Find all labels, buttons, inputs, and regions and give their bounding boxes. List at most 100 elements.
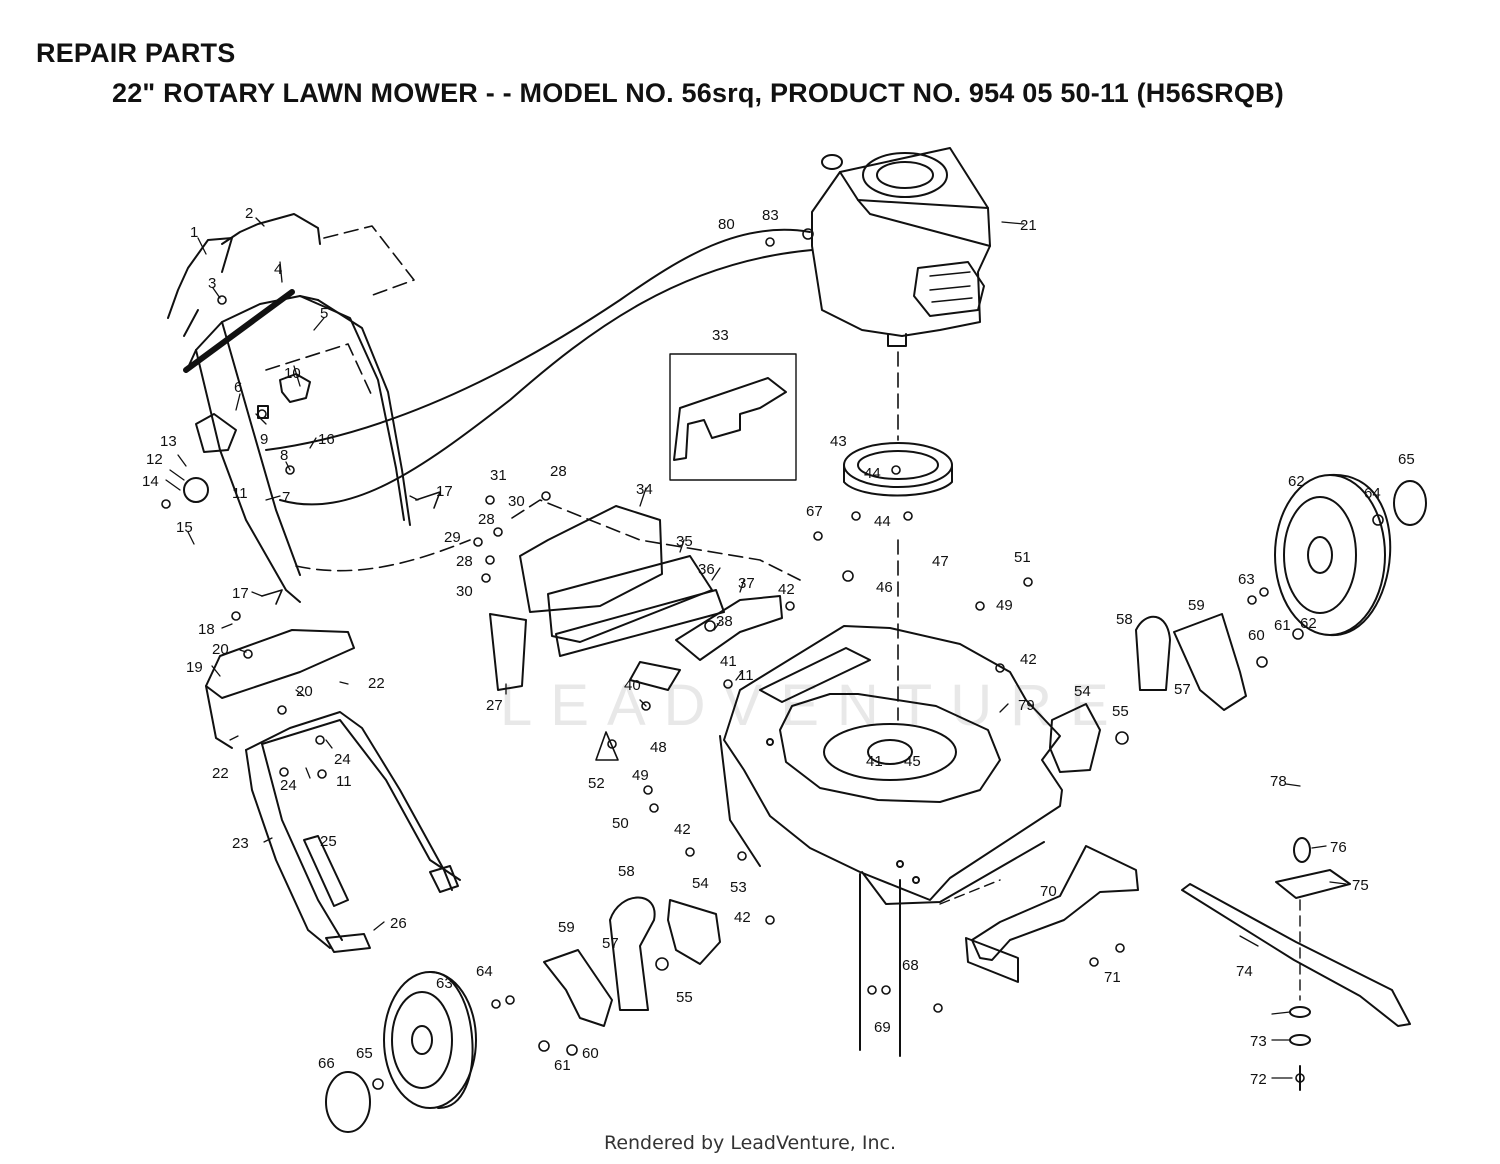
callout-label: 42: [1020, 651, 1037, 668]
callout-label: 55: [676, 989, 693, 1006]
callout-label: 62: [1300, 615, 1317, 632]
callout-label: 65: [356, 1045, 373, 1062]
callout-label: 66: [318, 1055, 335, 1072]
assembly-guides: [265, 225, 899, 721]
callout-label: 42: [734, 909, 751, 926]
callout-label: 71: [1104, 969, 1121, 986]
callout-label: 49: [632, 767, 649, 784]
callout-label: 17: [436, 483, 453, 500]
callout-label: 31: [490, 467, 507, 484]
callout-label: 14: [142, 473, 159, 490]
callout-label: 61: [554, 1057, 571, 1074]
callout-label: 45: [904, 753, 921, 770]
callout-label: 30: [456, 583, 473, 600]
callout-label: 42: [778, 581, 795, 598]
callout-label: 20: [296, 683, 313, 700]
callout-label: 11: [232, 485, 248, 502]
callout-label: 70: [1040, 883, 1057, 900]
callout-label: 60: [1248, 627, 1265, 644]
callout-label: 12: [146, 451, 163, 468]
callout-label: 33: [712, 327, 729, 344]
callout-label: 5: [320, 305, 328, 322]
front-wheel-drawing: [325, 896, 721, 1133]
callout-label: 15: [176, 519, 193, 536]
callout-label: 11: [336, 773, 352, 790]
callout-label: 24: [334, 751, 351, 768]
leader-lines: [165, 217, 1347, 1079]
callout-label: 73: [1250, 1033, 1267, 1050]
callout-label: 13: [160, 433, 177, 450]
callout-label: 46: [876, 579, 893, 596]
callout-label: 64: [476, 963, 493, 980]
callout-label: 57: [1174, 681, 1191, 698]
callout-label: 6: [234, 379, 242, 396]
callout-label: 18: [198, 621, 215, 638]
callout-label: 26: [390, 915, 407, 932]
callout-label: 44: [874, 513, 891, 530]
part-drawings: [161, 147, 1427, 1133]
callout-label: 62: [1288, 473, 1305, 490]
callout-label: 34: [636, 481, 653, 498]
callout-label: 9: [260, 431, 268, 448]
callout-label: 7: [282, 489, 290, 506]
callout-label: 37: [738, 575, 755, 592]
upper-handle-drawing: [167, 213, 411, 603]
callout-label: 72: [1250, 1071, 1267, 1088]
callout-label: 21: [1020, 217, 1037, 234]
callout-label: 28: [478, 511, 495, 528]
callout-label: 16: [318, 431, 335, 448]
callout-label: 65: [1398, 451, 1415, 468]
callout-label: 52: [588, 775, 605, 792]
deflector-drawing: [939, 845, 1139, 983]
callout-label: 78: [1270, 773, 1287, 790]
engine-drawing: [811, 147, 991, 347]
callout-label: 47: [932, 553, 949, 570]
callout-label: 48: [650, 739, 667, 756]
callout-label: 63: [1238, 571, 1255, 588]
callout-label: 67: [806, 503, 823, 520]
callout-label: 24: [280, 777, 297, 794]
callout-label: 29: [444, 529, 461, 546]
callout-label: 22: [368, 675, 385, 692]
callout-label: 36: [698, 561, 715, 578]
callout-label: 44: [864, 465, 881, 482]
callout-label: 54: [692, 875, 709, 892]
callout-label: 2: [245, 205, 253, 222]
callout-label: 10: [284, 365, 301, 382]
callout-label: 43: [830, 433, 847, 450]
callout-label: 41: [866, 753, 883, 770]
callout-label: 55: [1112, 703, 1129, 720]
callout-label: 63: [436, 975, 453, 992]
callout-label: 50: [612, 815, 629, 832]
callout-label: 68: [902, 957, 919, 974]
callout-label: 59: [1188, 597, 1205, 614]
mower-deck-drawing: [719, 625, 1063, 1057]
callout-label: 41: [720, 653, 737, 670]
callout-label: 28: [456, 553, 473, 570]
callout-label: 11: [738, 667, 754, 684]
fasteners: [161, 228, 1384, 1090]
callout-labels: 1 2 3 4 5 6 7 8 9 10 11 12 13 14 15 16 1…: [142, 205, 1415, 1088]
callout-label: 19: [186, 659, 203, 676]
callout-label: 30: [508, 493, 525, 510]
callout-label: 4: [274, 261, 282, 278]
callout-label: 3: [208, 275, 216, 292]
callout-label: 79: [1018, 697, 1035, 714]
callout-label: 69: [874, 1019, 891, 1036]
callout-label: 83: [762, 207, 779, 224]
callout-label: 59: [558, 919, 575, 936]
callout-label: 28: [550, 463, 567, 480]
page-title: REPAIR PARTS: [36, 38, 236, 68]
page-subtitle: 22" ROTARY LAWN MOWER - - MODEL NO. 56sr…: [112, 78, 1284, 108]
callout-label: 38: [716, 613, 733, 630]
callout-label: 60: [582, 1045, 599, 1062]
callout-label: 35: [676, 533, 693, 550]
callout-label: 54: [1074, 683, 1091, 700]
callout-label: 42: [674, 821, 691, 838]
callout-label: 23: [232, 835, 249, 852]
callout-label: 17: [232, 585, 249, 602]
callout-label: 22: [212, 765, 229, 782]
callout-label: 53: [730, 879, 747, 896]
callout-label: 58: [1116, 611, 1133, 628]
